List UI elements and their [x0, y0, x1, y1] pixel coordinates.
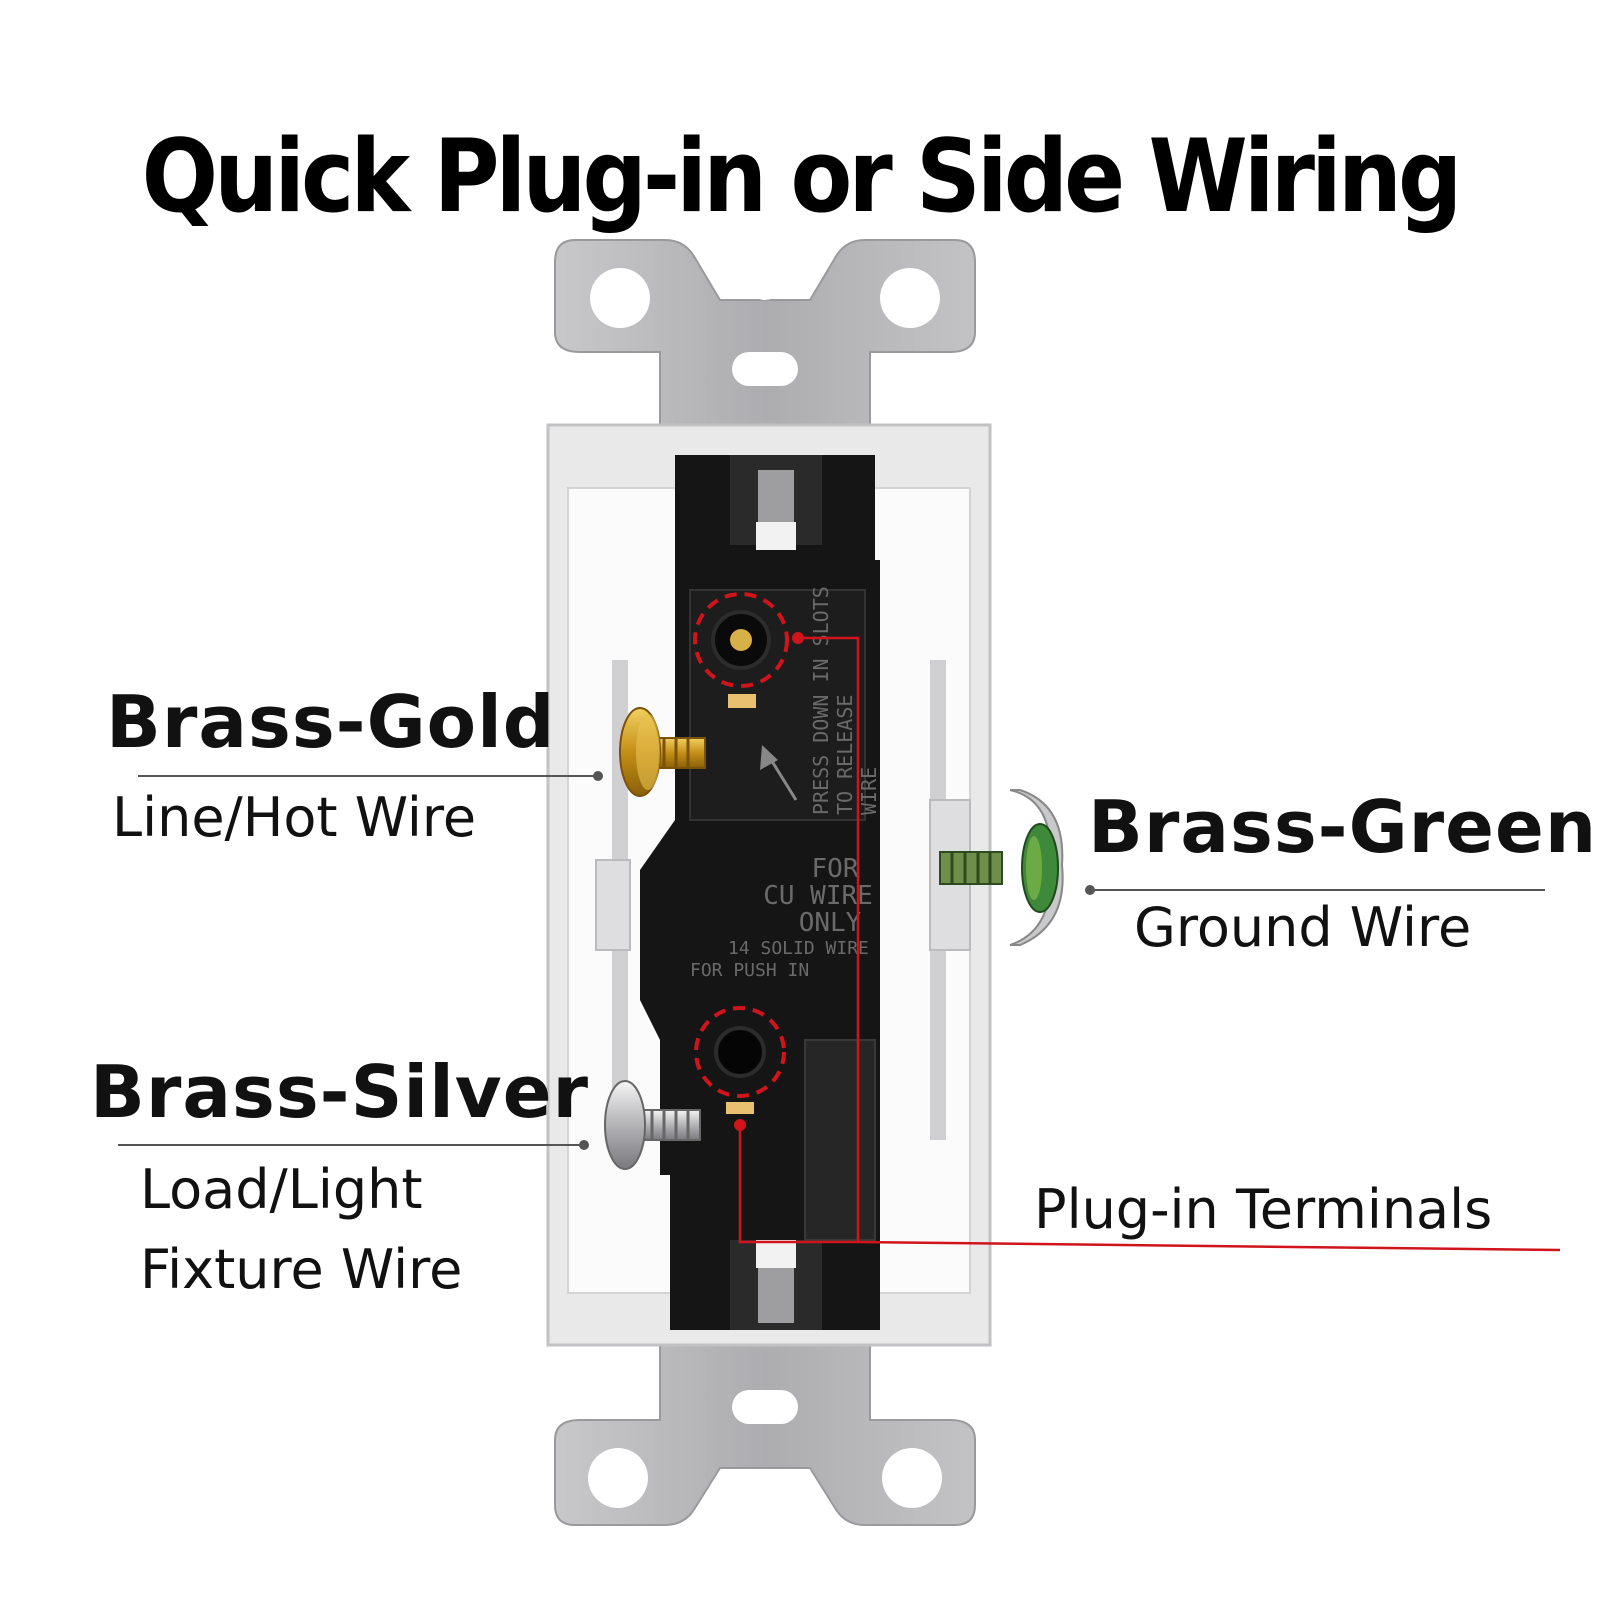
label-brass-green: Brass-Green [1088, 785, 1598, 869]
press-text-2: TO RELEASE [833, 695, 857, 815]
cu-text-3: ONLY [799, 908, 862, 938]
push-in-hole-lower [714, 1026, 766, 1114]
strap-hole-left [590, 268, 650, 328]
strap-slot-top [732, 352, 798, 386]
body-panel-lower [804, 1039, 876, 1241]
solid-text-1: 14 SOLID WIRE [728, 938, 869, 959]
brass-silver-screw [604, 1080, 701, 1170]
strap-hole-center [747, 264, 783, 300]
label-brass-gold: Brass-Gold [106, 680, 556, 764]
device-embossed-text: PRESS DOWN IN SLOTS TO RELEASE WIRE FOR … [690, 586, 881, 981]
top-clip [758, 470, 794, 525]
press-text-1: PRESS DOWN IN SLOTS [809, 586, 833, 815]
release-arrow-icon [760, 745, 798, 801]
brass-gold-screw [619, 707, 706, 797]
cu-text-2: CU WIRE [763, 881, 873, 911]
bottom-clip [758, 1268, 794, 1323]
press-text-3: WIRE [857, 767, 881, 815]
plug-in-callout [693, 592, 1561, 1252]
label-fixture-wire: Fixture Wire [140, 1238, 463, 1301]
callout-circle-lower [694, 1006, 786, 1098]
bottom-mounting-strap [554, 1329, 976, 1526]
strap-hole-bottom-center [748, 1475, 782, 1509]
label-brass-silver: Brass-Silver [90, 1050, 590, 1134]
strap-hole-bottom-left [588, 1448, 648, 1508]
top-mounting-strap [554, 239, 976, 441]
solid-text-2: FOR PUSH IN [690, 960, 809, 981]
strap-slot-bottom [732, 1390, 798, 1424]
label-load-light: Load/Light [140, 1158, 423, 1221]
leader-lines [118, 771, 1545, 1150]
callout-circle-upper [693, 592, 789, 688]
label-plug-in-terminals: Plug-in Terminals [1034, 1178, 1493, 1241]
brass-green-screw [939, 789, 1064, 946]
label-ground-wire: Ground Wire [1134, 896, 1472, 959]
frame-tab-left [595, 859, 631, 951]
strap-hole-bottom-right [882, 1448, 942, 1508]
page-title: Quick Plug-in or Side Wiring [141, 118, 1463, 236]
push-in-hole-upper [711, 610, 771, 708]
label-line-hot: Line/Hot Wire [112, 786, 477, 849]
strap-hole-right [880, 268, 940, 328]
cu-text-1: FOR [812, 854, 859, 884]
